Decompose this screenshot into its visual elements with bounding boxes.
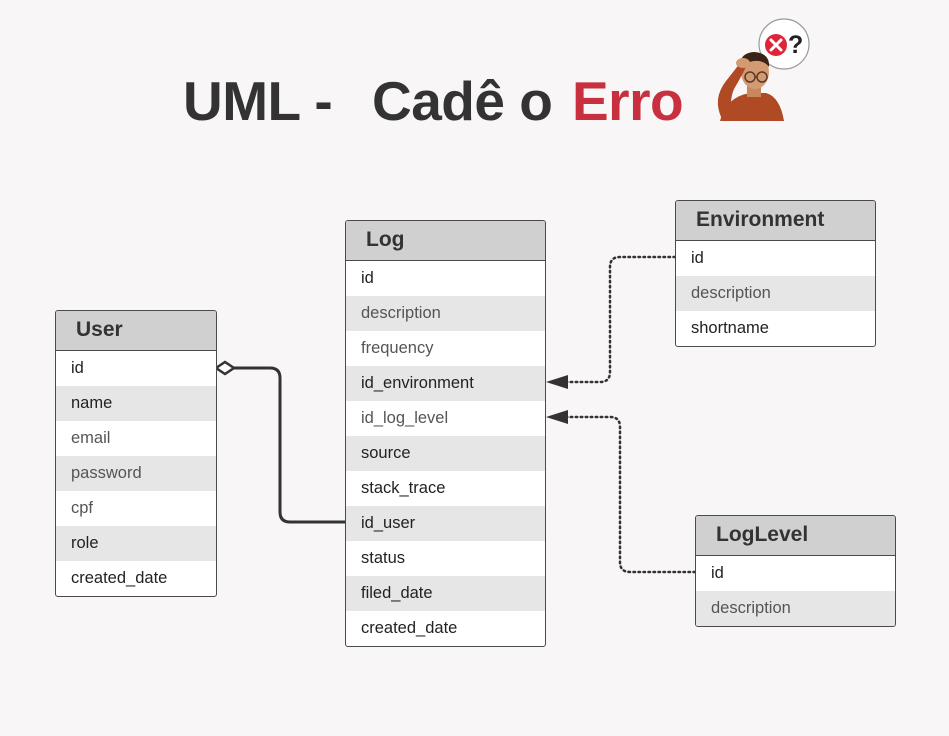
user-table-header: User xyxy=(56,311,216,351)
arrow-marker xyxy=(546,410,568,424)
user-field-password: password xyxy=(56,456,216,491)
user-field-id: id xyxy=(71,359,84,377)
log-field-frequency: frequency xyxy=(361,339,434,357)
log-field-filed-date: filed_date xyxy=(346,576,545,611)
environment-table: Environment id description shortname xyxy=(675,200,876,347)
user-field-cpf: cpf xyxy=(71,499,94,517)
user-field-role: role xyxy=(56,526,216,561)
log-table-header: Log xyxy=(346,221,545,261)
log-field-source: source xyxy=(346,436,545,471)
relation-environment-log xyxy=(564,255,677,384)
log-field-created-date: created_date xyxy=(361,619,458,637)
log-field-description: description xyxy=(346,296,545,331)
loglevel-field-description: description xyxy=(696,591,895,626)
user-field-email: email xyxy=(71,429,111,447)
diamond-marker xyxy=(213,360,237,376)
log-table: Log id description frequency id_environm… xyxy=(345,220,546,647)
environment-table-header: Environment xyxy=(676,201,875,241)
user-table: User id name email password cpf role cre… xyxy=(55,310,217,597)
log-field-id-environment: id_environment xyxy=(346,366,545,401)
environment-field-description: description xyxy=(676,276,875,311)
loglevel-table: LogLevel id description xyxy=(695,515,896,627)
title-erro: Erro xyxy=(572,70,684,132)
arrow-marker xyxy=(546,375,568,389)
loglevel-field-id: id xyxy=(711,564,724,582)
log-field-stack-trace: stack_trace xyxy=(361,479,446,497)
title-cade-o: Cadê o xyxy=(372,70,553,132)
title-uml: UML - xyxy=(183,70,333,132)
log-field-status: status xyxy=(361,549,406,567)
environment-field-shortname: shortname xyxy=(691,319,769,337)
user-field-created-date: created_date xyxy=(71,569,168,587)
error-question-bubble-icon: ? xyxy=(758,18,810,70)
loglevel-table-header: LogLevel xyxy=(696,516,895,556)
relation-loglevel-log xyxy=(564,415,697,574)
relation-user-log xyxy=(234,366,345,524)
environment-field-id: id xyxy=(691,249,704,267)
log-field-id: id xyxy=(361,269,374,287)
user-field-name: name xyxy=(56,386,216,421)
log-field-id-user: id_user xyxy=(346,506,545,541)
svg-text:?: ? xyxy=(788,31,803,59)
log-field-id-log-level: id_log_level xyxy=(361,409,449,427)
page-title: UML - Cadê o Erro xyxy=(0,68,949,138)
confused-person-icon: ? xyxy=(717,18,810,121)
